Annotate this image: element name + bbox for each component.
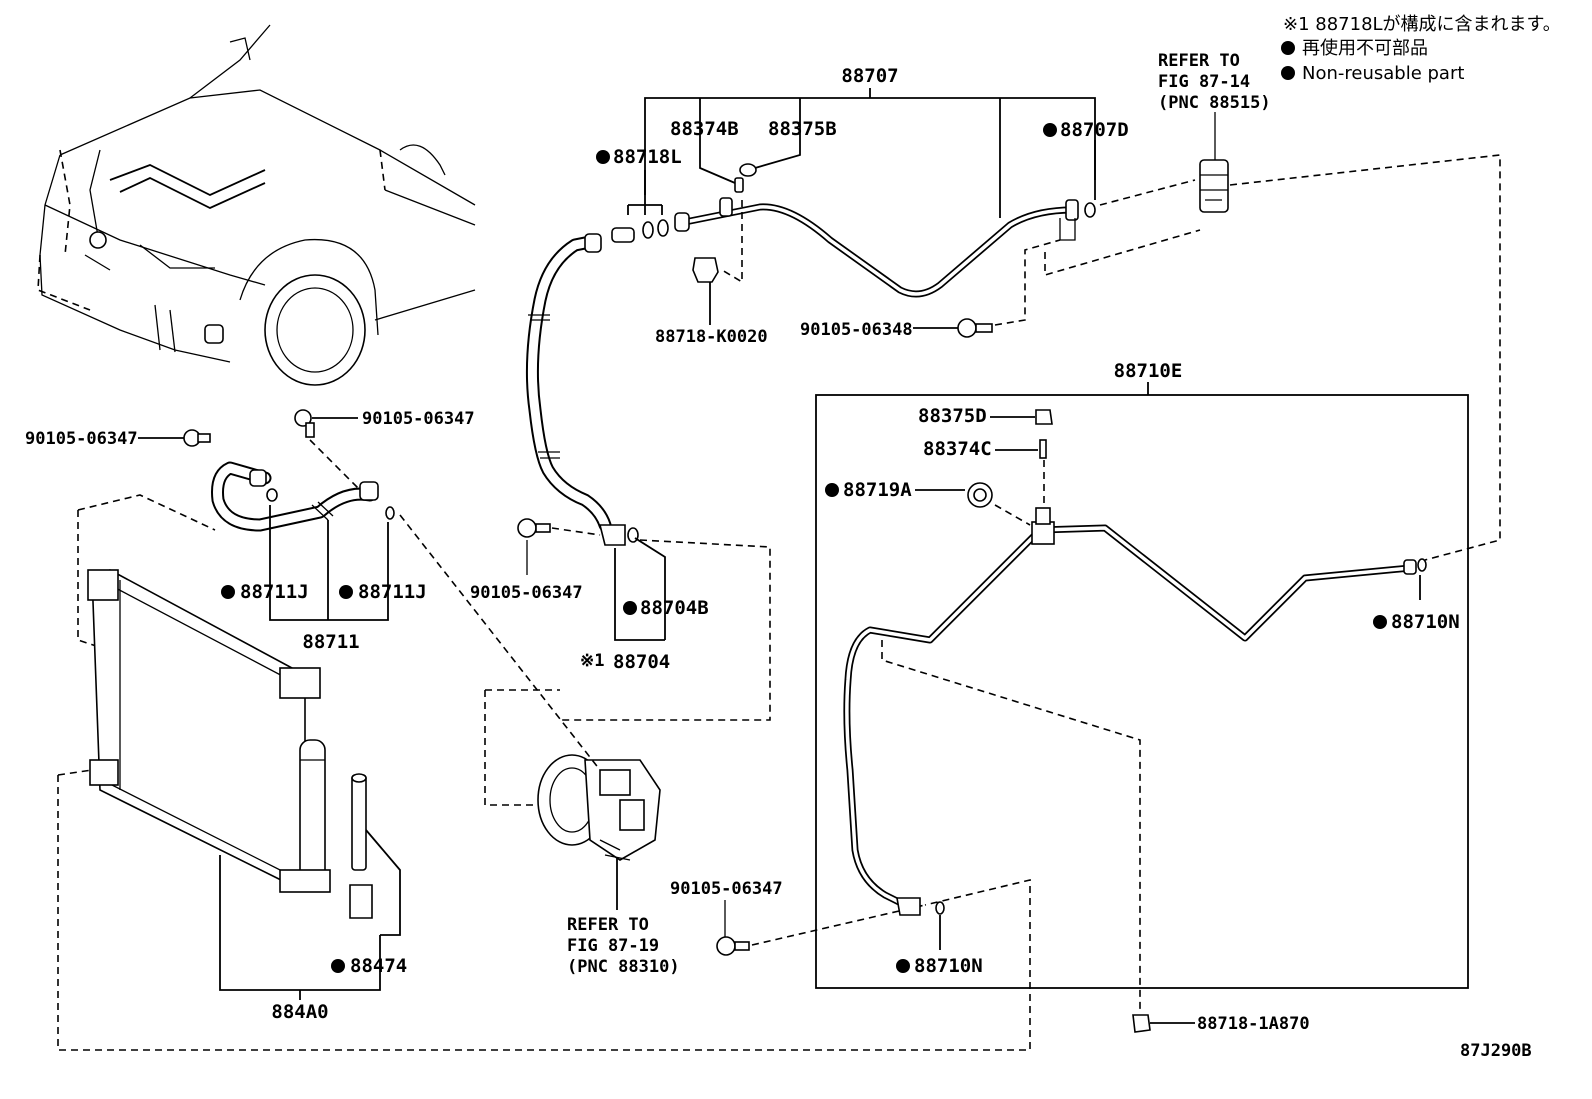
part-label-88704B[interactable]: 88704B (640, 597, 709, 619)
discharge-pipe-88707 (674, 163, 1096, 298)
part-label-90105-06347-hose[interactable]: 90105-06347 (470, 583, 583, 603)
note-line-2: 再使用不可部品 (1302, 38, 1428, 59)
part-label-88711J-a[interactable]: 88711J (240, 581, 309, 603)
suction-hose-88704 (525, 233, 626, 546)
non-reusable-bullet-icon (339, 585, 353, 599)
part-label-88707[interactable]: 88707 (841, 65, 898, 87)
ref-line-2: FIG 87-19 (567, 936, 659, 956)
o-ring-88719A (967, 482, 993, 508)
group-box-88710E (815, 394, 1469, 989)
part-label-88707D[interactable]: 88707D (1060, 119, 1129, 141)
part-label-88710N-right[interactable]: 88710N (1391, 611, 1460, 633)
liquid-hose-88711 (211, 461, 379, 532)
part-label-90105-06347-bottom[interactable]: 90105-06347 (670, 879, 783, 899)
figure-code: 87J290B (1460, 1041, 1532, 1061)
ref-line-1: REFER TO (1158, 51, 1240, 71)
part-label-90105-06347-upper[interactable]: 90105-06347 (362, 409, 475, 429)
bolt-icon (716, 936, 750, 956)
cap-88375D (1035, 409, 1053, 425)
non-reusable-bullet-icon (1373, 615, 1387, 629)
note-line-3: Non-reusable part (1302, 63, 1464, 84)
non-reusable-bullet-icon (221, 585, 235, 599)
non-reusable-bullet-icon (331, 959, 345, 973)
part-label-88704[interactable]: 88704 (613, 651, 670, 673)
non-reusable-bullet-icon (596, 150, 610, 164)
non-reusable-bullet-icon (1281, 41, 1295, 55)
ref-line-2: FIG 87-14 (1158, 72, 1250, 92)
desiccant-88474 (349, 773, 373, 919)
part-label-88375D[interactable]: 88375D (918, 405, 987, 427)
part-label-88474[interactable]: 88474 (350, 955, 407, 977)
ref-line-3: (PNC 88310) (567, 957, 680, 977)
non-reusable-bullet-icon (623, 601, 637, 615)
part-label-90105-06348[interactable]: 90105-06348 (800, 320, 913, 340)
non-reusable-bullet-icon (1281, 66, 1295, 80)
condenser-illustration (87, 569, 331, 893)
bolt-icon (294, 409, 315, 438)
part-label-88704-prefix[interactable]: ※1 (580, 651, 604, 671)
part-label-88711[interactable]: 88711 (302, 631, 359, 653)
non-reusable-bullet-icon (896, 959, 910, 973)
part-label-884A0[interactable]: 884A0 (271, 1001, 328, 1023)
o-ring-set-88718L (611, 219, 669, 243)
vehicle-front-illustration (37, 24, 476, 386)
ref-line-3: (PNC 88515) (1158, 93, 1271, 113)
non-reusable-bullet-icon (825, 483, 839, 497)
part-label-90105-06347-left[interactable]: 90105-06347 (25, 429, 138, 449)
note-line-1: ※1 88718Lが構成に含まれます。 (1283, 14, 1561, 35)
part-label-88719A[interactable]: 88719A (843, 479, 912, 501)
clamp-88718-1A870 (1132, 1014, 1151, 1033)
part-label-88711J-b[interactable]: 88711J (358, 581, 427, 603)
legend-notes: ※1 88718Lが構成に含まれます。 再使用不可部品 Non-reusable… (1281, 14, 1561, 84)
expansion-valve-part (1199, 159, 1229, 213)
reference-top-right[interactable]: REFER TO FIG 87-14 (PNC 88515) (1158, 51, 1271, 113)
compressor-illustration (537, 754, 661, 861)
part-label-88374C[interactable]: 88374C (923, 438, 992, 460)
bolt-icon (957, 318, 993, 338)
reference-compressor[interactable]: REFER TO FIG 87-19 (PNC 88310) (567, 915, 680, 977)
part-label-88710N-bottom[interactable]: 88710N (914, 955, 983, 977)
part-label-88718-1A870[interactable]: 88718-1A870 (1197, 1014, 1310, 1034)
liquid-pipe-88710E (843, 507, 1417, 916)
bolt-icon (183, 429, 211, 447)
non-reusable-bullet-icon (1043, 123, 1057, 137)
part-label-88718L[interactable]: 88718L (613, 146, 682, 168)
part-label-88718-K0020[interactable]: 88718-K0020 (655, 327, 768, 347)
ref-line-1: REFER TO (567, 915, 649, 935)
bolt-icon (517, 518, 551, 538)
part-label-88710E[interactable]: 88710E (1114, 360, 1183, 382)
clamp-88718-K0020 (692, 200, 743, 284)
part-label-88375B[interactable]: 88375B (768, 118, 837, 140)
part-label-88374B[interactable]: 88374B (670, 118, 739, 140)
valve-core-88374C (1039, 439, 1047, 459)
